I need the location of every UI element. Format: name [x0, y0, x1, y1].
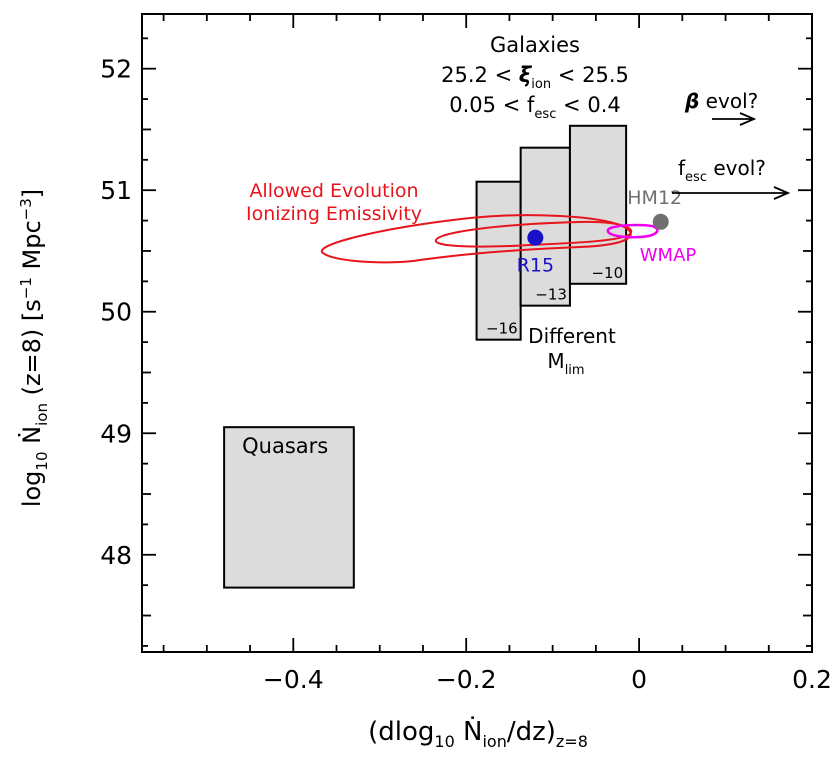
- box-label: −13: [535, 286, 567, 304]
- point-r15: [527, 229, 544, 246]
- y-tick-labels: 48 49 50 51 52: [100, 55, 132, 570]
- plot-frame: [141, 13, 813, 653]
- contour-inner: [434, 220, 633, 248]
- y-tick-label: 52: [100, 55, 132, 84]
- box-mlim-1: [475, 180, 522, 341]
- box-mlim-2: [519, 146, 571, 307]
- different-label: Different: [528, 324, 616, 348]
- fesc-evol-arrowhead: [773, 186, 791, 200]
- point-label-r15: R15: [517, 255, 554, 277]
- y-tick-label: 50: [100, 298, 132, 327]
- fesc-evol-annotation: fesc evol?: [672, 156, 791, 200]
- wmap-contour: [606, 223, 659, 239]
- point-hm12: [652, 213, 669, 230]
- box-label: −16: [486, 320, 518, 338]
- x-tick-label: −0.4: [263, 665, 324, 694]
- box-label: Quasars: [242, 434, 328, 458]
- beta-evol-arrowhead: [739, 112, 757, 126]
- y-tick-label: 51: [100, 176, 132, 205]
- beta-evol-annotation: β evol?: [684, 89, 758, 126]
- boxes-layer: Quasars −16 −13 −10: [223, 124, 628, 589]
- allowed-evolution-annotation: Allowed Evolution Ionizing Emissivity: [246, 180, 422, 225]
- x-tick-label: −0.2: [436, 665, 497, 694]
- x-tick-labels: −0.4 −0.2 0 0.2: [263, 665, 830, 694]
- fesc-evol-label: fesc evol?: [678, 156, 766, 185]
- box-quasars: [223, 426, 355, 589]
- box-mlim-3: [568, 124, 628, 285]
- xi-range: 25.2 < ξion < 25.5: [441, 63, 629, 92]
- y-axis-label: log10 Ṅion (z=8) [s−1 Mpc−3]: [17, 189, 51, 507]
- different-mlim-annotation: Different Mlim: [528, 324, 616, 378]
- mlim-label: Mlim: [547, 349, 584, 378]
- galaxies-title: Galaxies: [490, 33, 580, 57]
- y-tick-label: 48: [100, 541, 132, 570]
- beta-evol-label: β evol?: [684, 89, 758, 113]
- y-tick-label: 49: [100, 419, 132, 448]
- fesc-range: 0.05 < fesc < 0.4: [449, 93, 620, 122]
- wmap-label: WMAP: [640, 245, 697, 266]
- galaxies-annotation: Galaxies 25.2 < ξion < 25.5 0.05 < fesc …: [441, 33, 629, 122]
- ticks-layer: [142, 14, 813, 652]
- point-label-hm12: HM12: [627, 187, 682, 209]
- x-tick-label: 0: [631, 665, 647, 694]
- x-axis-label: (dlog10 Ṅion/dz)z=8: [368, 715, 588, 751]
- allowed-evolution-line1: Allowed Evolution: [249, 180, 418, 202]
- allowed-evolution-line2: Ionizing Emissivity: [246, 203, 422, 225]
- box-label: −10: [591, 264, 623, 282]
- x-tick-label: 0.2: [792, 665, 830, 694]
- points-layer: R15 HM12: [517, 187, 682, 277]
